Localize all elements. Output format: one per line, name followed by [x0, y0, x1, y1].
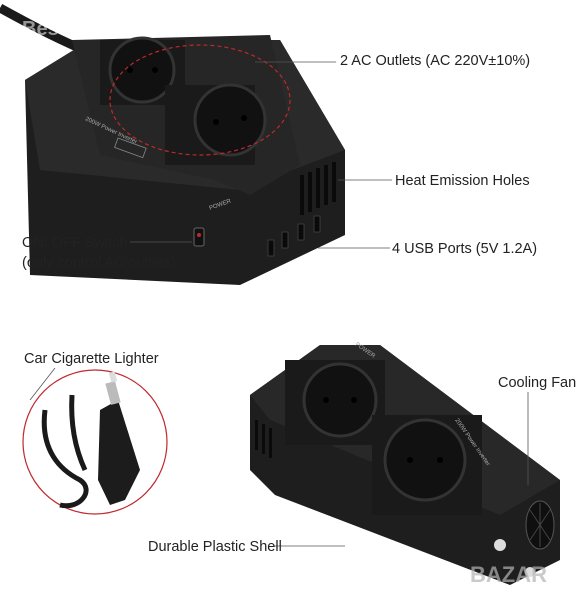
watermark-bottom: BAZAR	[470, 562, 547, 587]
ac-outlet-2	[193, 83, 267, 157]
callout-cooling-fan: Cooling Fan	[498, 375, 577, 391]
usb-ports	[267, 215, 321, 257]
callout-heat-holes: Heat Emission Holes	[395, 173, 530, 189]
front-ac-outlet-1	[302, 362, 378, 438]
lighter-plug	[98, 400, 140, 505]
callout-usb-ports: 4 USB Ports (5V 1.2A)	[392, 241, 538, 257]
cert-marks	[114, 137, 147, 159]
heat-emission-holes	[300, 162, 336, 215]
callout-switch-line1: ON/ OFF Switch	[22, 235, 128, 251]
front-ac-outlet-2	[383, 418, 467, 502]
usb-indicator	[494, 539, 506, 551]
callout-switch-line2: (only control AC outlets)	[22, 255, 176, 271]
front-heat-holes	[255, 420, 272, 458]
callout-plastic-shell: Durable Plastic Shell	[148, 539, 282, 555]
cooling-fan	[525, 500, 555, 550]
outlets-highlight	[109, 44, 291, 156]
ac-outlet-1	[108, 36, 176, 104]
callout-cigarette-lighter: Car Cigarette Lighter	[24, 351, 159, 367]
callout-ac-outlets: 2 AC Outlets (AC 220V±10%)	[340, 53, 531, 69]
watermark-top: Best for home	[22, 18, 157, 40]
leader-lines-top	[130, 61, 392, 249]
leader-lines-bottom	[274, 392, 529, 547]
